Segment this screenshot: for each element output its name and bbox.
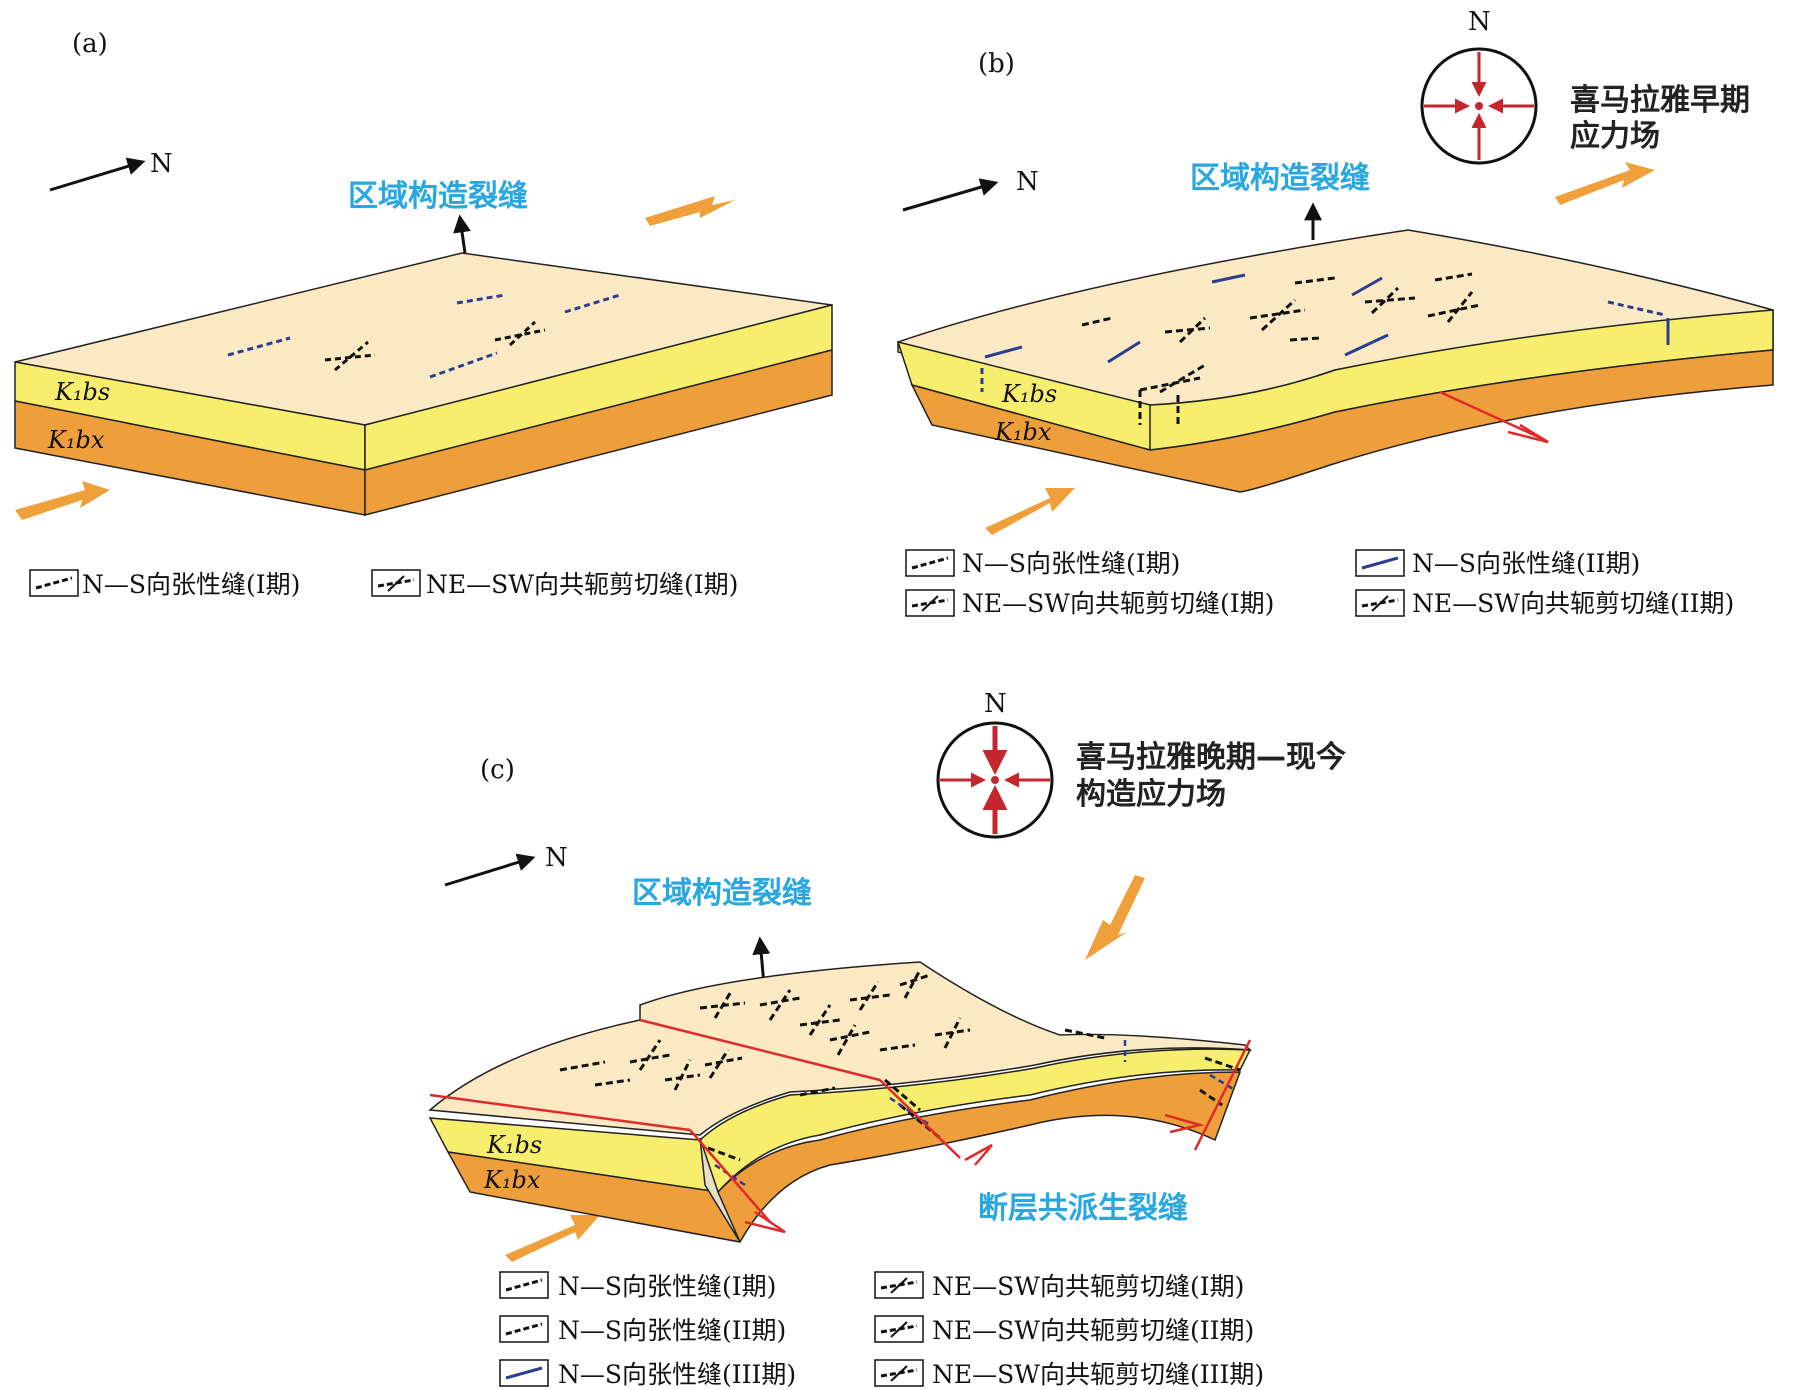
panel-a: (a) N 区域构造裂缝 K₁bs K₁bx [14,29,833,599]
layer-top-label-c: K₁bs [486,1131,542,1159]
fault-b [1439,390,1549,444]
legend-a-item-2: NE—SW向共轭剪切缝(I期) [426,570,738,599]
layer-bottom-label-b: K₁bx [994,418,1052,446]
stress-north-b: N [1468,7,1491,37]
stress-arrow-c-bottom [505,1215,600,1262]
legend-b-item-2: N—S向张性缝(II期) [1412,549,1640,578]
north-arrow-a: N [49,149,173,192]
legend-c-item-5: N—S向张性缝(III期) [558,1360,796,1389]
layer-top-label-a: K₁bs [54,378,110,406]
stress-arrow-a-bottom [15,481,110,520]
fault-fracture-label-c: 断层共派生裂缝 [978,1191,1188,1226]
stress-label-b-line2: 应力场 [1570,119,1660,154]
legend-b-item-1: N—S向张性缝(I期) [962,549,1180,578]
panel-c-label: (c) [480,755,515,785]
regional-fracture-label-a: 区域构造裂缝 [348,179,528,214]
panel-b-label: (b) [978,49,1015,79]
regional-fracture-label-b: 区域构造裂缝 [1190,161,1370,196]
legend-b: N—S向张性缝(I期) N—S向张性缝(II期) NE—SW向共轭剪切缝(I期)… [905,549,1734,618]
regional-fracture-label-c: 区域构造裂缝 [632,876,812,911]
stress-arrow-b-bottom [985,488,1075,535]
stress-north-c: N [984,689,1007,719]
legend-a-item-1: N—S向张性缝(I期) [82,570,300,599]
faults-c [429,1018,1252,1234]
fractures-a [227,293,621,379]
north-arrow-c: N [444,843,568,887]
fractures-b [980,272,1670,428]
legend-c-item-1: N—S向张性缝(I期) [558,1272,776,1301]
stress-arrow-a-top [645,196,735,226]
layer-bottom-label-a: K₁bx [47,426,105,454]
stress-label-c-line2: 构造应力场 [1076,777,1226,812]
north-label-c: N [545,843,568,873]
stress-arrow-c-top [1085,875,1145,960]
stress-arrow-b-top [1555,162,1655,205]
layer-top-label-b: K₁bs [1001,380,1057,408]
legend-b-item-4: NE—SW向共轭剪切缝(II期) [1412,589,1734,618]
stress-label-b-line1: 喜马拉雅早期 [1570,83,1750,118]
block-a: K₁bs K₁bx [14,252,833,516]
lower-layer-side-a [364,349,833,516]
legend-c-item-2: NE—SW向共轭剪切缝(I期) [932,1272,1244,1301]
north-arrow-b: N [902,167,1039,212]
block-b: K₁bs K₁bx [896,229,1774,493]
legend-c-item-6: NE—SW向共轭剪切缝(III期) [932,1360,1264,1389]
stress-field-c: N 喜马拉雅晚期—现今 构造应力场 [936,689,1346,839]
legend-b-item-3: NE—SW向共轭剪切缝(I期) [962,589,1274,618]
panel-c: (c) N 区域构造裂缝 N 喜马拉雅晚期—现今 构造应力场 K₁bs K₁ [428,689,1346,1389]
stress-label-c-line1: 喜马拉雅晚期—现今 [1076,740,1346,775]
fractures-c-blue [714,1040,1236,1187]
layer-bottom-label-c: K₁bx [483,1166,541,1194]
panel-a-label: (a) [72,29,108,59]
legend-c-item-4: NE—SW向共轭剪切缝(II期) [932,1316,1254,1345]
stress-field-b: N 喜马拉雅早期 应力场 [1420,7,1750,165]
fractures-c [559,969,1241,1162]
legend-c: N—S向张性缝(I期) NE—SW向共轭剪切缝(I期) N—S向张性缝(II期)… [499,1271,1264,1389]
legend-c-item-3: N—S向张性缝(II期) [558,1316,786,1345]
north-label-b: N [1016,167,1039,197]
legend-a: N—S向张性缝(I期) NE—SW向共轭剪切缝(I期) [29,569,738,599]
regional-arrow-a [453,214,471,254]
north-label-a: N [150,149,173,179]
panel-b: (b) N 区域构造裂缝 N 喜马拉雅早期 应力场 K₁bs [896,7,1774,618]
